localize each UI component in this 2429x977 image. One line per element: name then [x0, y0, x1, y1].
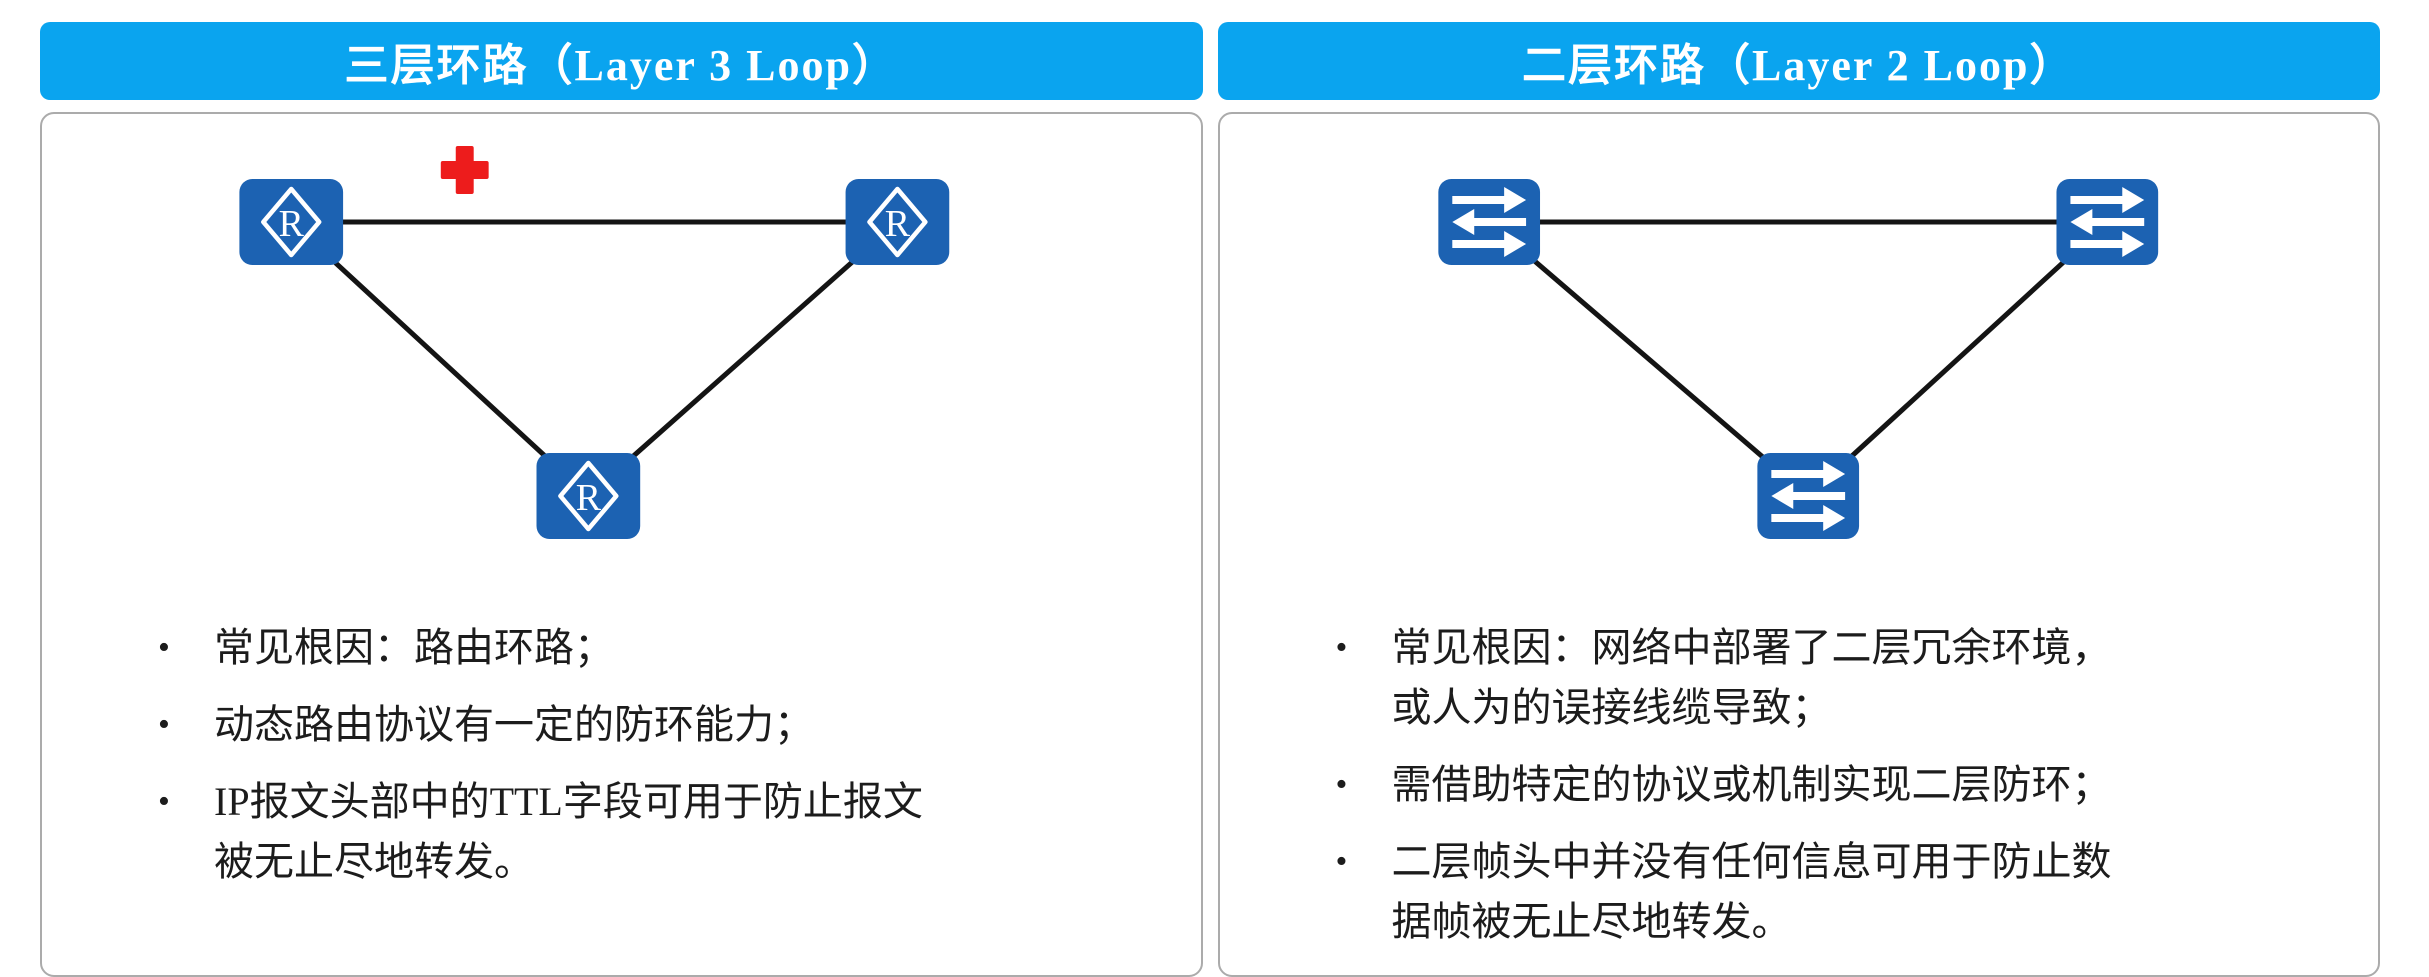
router-icon: [845, 179, 950, 265]
bullet-item: • 动态路由协议有一定的防环能力；: [158, 695, 1171, 755]
layer2-topology-diagram: [1437, 179, 2158, 539]
bullet-line: 二层帧头中并没有任何信息可用于防止数: [1391, 839, 2112, 884]
panel-header-layer2: 二层环路（Layer 2 Loop）: [1217, 22, 2380, 100]
router-label: R: [279, 203, 305, 245]
arrow-right-icon: [2069, 187, 2144, 213]
bullet-item: • 常见根因：网络中部署了二层冗余环境， 或人为的误接线缆导致；: [1336, 618, 2349, 738]
layer3-bullet-list: • 常见根因：路由环路； • 动态路由协议有一定的防环能力； • IP报文头部中的TTL字…: [42, 612, 1201, 892]
arrow-right-icon: [1770, 461, 1845, 487]
switch-node: [1437, 179, 1540, 265]
arrow-right-icon: [2069, 231, 2144, 257]
router-diamond: [558, 460, 619, 532]
router-node: R: [845, 179, 950, 265]
layer2-bullet-list: • 常见根因：网络中部署了二层冗余环境， 或人为的误接线缆导致； • 需借助特定的协议或…: [1220, 612, 2379, 952]
bullet-line: 常见根因：网络中部署了二层冗余环境，: [1391, 625, 2112, 670]
bullet-line: 据帧被无止尽地转发。: [1391, 899, 1792, 944]
bullet-marker: •: [1335, 629, 1348, 666]
router-label: R: [885, 203, 911, 245]
bullet-line: IP报文头部中的TTL字段可用于防止报文: [214, 779, 923, 824]
bullet-marker: •: [158, 629, 170, 666]
red-cross-icon: [440, 146, 489, 194]
red-cross-horizontal-bar: [440, 161, 489, 179]
panel-layer2-loop: 二层环路（Layer 2 Loop） • 常见根因：网络中部署了二层冗余环境， 或人…: [1217, 22, 2380, 977]
bullet-item: • 二层帧头中并没有任何信息可用于防止数据帧被无止尽地转发。: [1336, 832, 2349, 952]
bullet-line: 动态路由协议有一定的防环能力；: [214, 702, 814, 747]
panel-header-layer3: 三层环路（Layer 3 Loop）: [40, 22, 1203, 100]
bullet-line: 或人为的误接线缆导致；: [1391, 685, 1832, 730]
switch-node: [1756, 453, 1859, 539]
panel-layer3-loop: 三层环路（Layer 3 Loop） R R R • 常见根因：路由环路； • 动态路由协…: [40, 22, 1203, 977]
arrow-left-icon: [1770, 483, 1845, 509]
bullet-line: 被无止尽地转发。: [214, 839, 534, 884]
link-line: [586, 220, 900, 498]
bullet-item: • 需借助特定的协议或机制实现二层防环；: [1336, 755, 2349, 815]
router-diamond: [867, 186, 928, 258]
router-icon: [239, 179, 344, 265]
panel-card-layer2: • 常见根因：网络中部署了二层冗余环境， 或人为的误接线缆导致； • 需借助特定的协议或…: [1217, 112, 2380, 977]
router-diamond: [261, 186, 322, 258]
panel-card-layer3: R R R • 常见根因：路由环路； • 动态路由协议有一定的防环能力； • IP报文头部中的…: [40, 112, 1203, 977]
router-node: R: [239, 179, 344, 265]
bullet-line: 常见根因：路由环路；: [214, 625, 614, 670]
link-line: [1487, 220, 1810, 498]
bullet-marker: •: [158, 783, 170, 820]
router-node: R: [536, 453, 641, 539]
arrow-right-icon: [1451, 187, 1526, 213]
layer3-topology-diagram: R R R: [239, 146, 950, 539]
switch-node: [2055, 179, 2158, 265]
bullet-line: 需借助特定的协议或机制实现二层防环；: [1391, 762, 2112, 807]
bullet-marker: •: [158, 706, 170, 743]
bullet-item: • 常见根因：路由环路；: [158, 618, 1171, 678]
arrow-left-icon: [1451, 209, 1526, 235]
router-label: R: [576, 477, 602, 519]
arrow-right-icon: [1770, 505, 1845, 531]
link-line: [1806, 220, 2109, 498]
router-icon: [536, 453, 641, 539]
bullet-marker: •: [1335, 766, 1348, 803]
link-line: [289, 220, 591, 498]
arrow-left-icon: [2069, 209, 2144, 235]
arrow-right-icon: [1451, 231, 1526, 257]
bullet-marker: •: [1335, 843, 1348, 880]
bullet-item: • IP报文头部中的TTL字段可用于防止报文被无止尽地转发。: [158, 772, 1171, 892]
